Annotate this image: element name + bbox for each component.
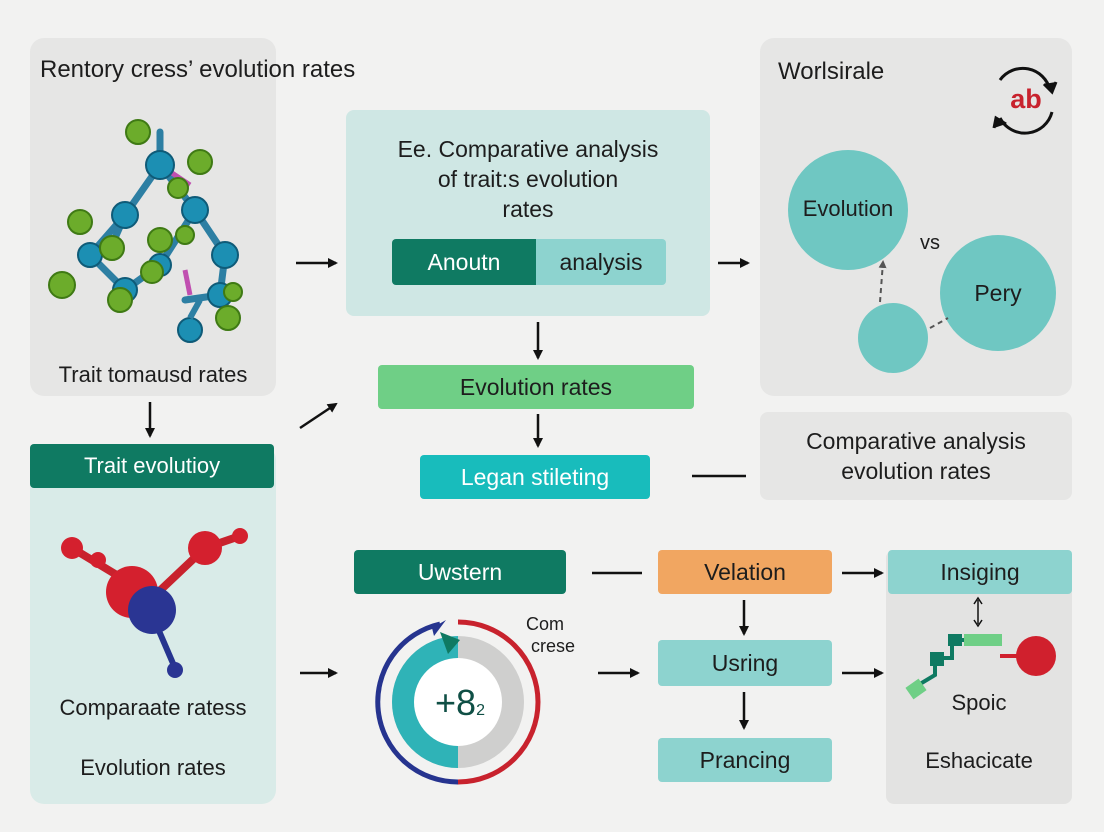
anoutn-segment: Anoutn bbox=[392, 239, 536, 285]
left-bottom-caption-2: Evolution rates bbox=[80, 755, 226, 780]
right-mid-line-2: evolution rates bbox=[841, 458, 991, 484]
right-mid-panel bbox=[760, 412, 1072, 500]
double-arrow bbox=[973, 596, 983, 628]
trait-evolutioy-header: Trait evolutioy bbox=[30, 444, 274, 488]
right-mid-line-1: Comparative analysis bbox=[806, 428, 1026, 454]
usring-box: Usring bbox=[658, 640, 832, 686]
ab-badge: ab bbox=[1010, 83, 1042, 114]
left-bottom-caption-1: Comparaate ratess bbox=[59, 695, 247, 720]
evolution-circle bbox=[788, 150, 908, 270]
gauge-value: +82 bbox=[420, 682, 500, 724]
prancing-box: Prancing bbox=[658, 738, 832, 782]
spoic-label: Spoic bbox=[951, 690, 1007, 715]
velation-box: Velation bbox=[658, 550, 832, 594]
pery-circle-label: Pery bbox=[974, 280, 1022, 306]
analysis-segment: analysis bbox=[536, 239, 666, 285]
small-circle bbox=[858, 303, 928, 373]
center-title-line-2: of trait:s evolution bbox=[437, 166, 619, 192]
insiging-box: Insiging bbox=[888, 550, 1072, 594]
right-top-title: Worlsirale bbox=[778, 58, 885, 85]
left-top-caption: Trait tomausd rates bbox=[58, 362, 248, 387]
pery-circle bbox=[940, 235, 1056, 351]
gauge-value-main: +8 bbox=[435, 682, 477, 723]
molecule-top-illustration bbox=[48, 119, 243, 343]
molecule-bottom-illustration bbox=[61, 528, 248, 678]
cycle-icon bbox=[992, 66, 1058, 135]
uwstern-box: Uwstern bbox=[354, 550, 566, 594]
legan-stileting-box: Legan stileting bbox=[420, 455, 650, 499]
eshacicate-label: Eshacicate bbox=[925, 748, 1033, 773]
left-top-title: Rentory cress’ evolution rates bbox=[40, 56, 356, 83]
gauge-label-line-1: Com bbox=[525, 614, 564, 634]
center-title-line-3: rates bbox=[502, 196, 554, 222]
step-chart-illustration bbox=[905, 634, 1056, 700]
evolution-circle-label: Evolution bbox=[802, 196, 894, 221]
gauge-value-sub: 2 bbox=[476, 702, 485, 719]
gauge-label-line-2: crese bbox=[530, 636, 575, 656]
vs-label: vs bbox=[920, 232, 940, 254]
flow-arrows bbox=[145, 258, 884, 730]
evolution-rates-box: Evolution rates bbox=[378, 365, 694, 409]
center-title-line-1: Ee. Comparative analysis bbox=[397, 136, 659, 162]
gauge-chart bbox=[375, 619, 541, 785]
